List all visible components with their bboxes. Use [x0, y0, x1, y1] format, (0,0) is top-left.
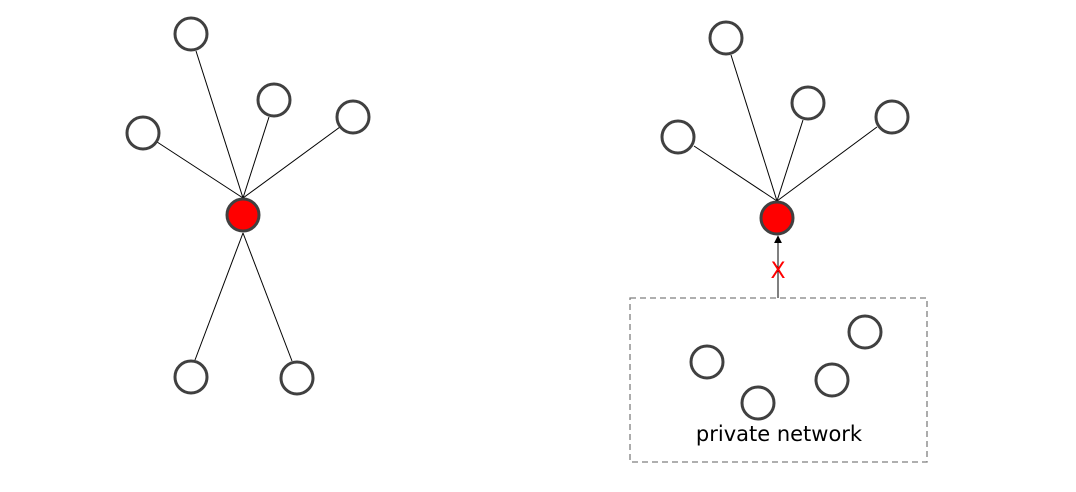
right-peer-node-3 — [790, 85, 826, 121]
right-star-network: X private network — [629, 20, 928, 463]
right-edge-2 — [693, 145, 778, 202]
private-network-boundary — [629, 297, 928, 463]
left-edge-4 — [242, 126, 341, 199]
left-edge-5 — [194, 232, 244, 361]
left-edge-3 — [242, 116, 270, 199]
right-edge-4 — [776, 126, 878, 202]
left-edge-2 — [153, 139, 244, 199]
left-edges — [153, 50, 341, 362]
blocked-x-mark: X — [770, 259, 785, 284]
private-node-4 — [847, 314, 883, 350]
private-network-group: private network — [629, 297, 928, 463]
private-node-1 — [689, 344, 725, 380]
private-node-2 — [740, 385, 776, 421]
left-peer-node-4 — [335, 99, 371, 135]
right-edges — [693, 54, 878, 202]
left-peer-node-1 — [173, 16, 209, 52]
private-node-3 — [814, 362, 850, 398]
right-edge-1 — [730, 54, 778, 202]
right-edge-3 — [776, 119, 804, 202]
left-peer-node-2 — [125, 115, 161, 151]
right-hub-node — [759, 200, 795, 236]
right-peer-nodes — [660, 20, 910, 155]
right-peer-node-4 — [874, 99, 910, 135]
left-peer-node-3 — [256, 82, 292, 118]
left-peer-node-6 — [279, 360, 315, 396]
left-edge-1 — [195, 50, 244, 199]
left-hub-node — [225, 197, 261, 233]
left-star-network — [125, 16, 371, 396]
private-network-label: private network — [696, 422, 863, 446]
left-peer-node-5 — [173, 359, 209, 395]
left-peer-nodes — [125, 16, 371, 396]
right-peer-node-1 — [708, 20, 744, 56]
right-peer-node-2 — [660, 119, 696, 155]
left-edge-6 — [242, 232, 293, 362]
